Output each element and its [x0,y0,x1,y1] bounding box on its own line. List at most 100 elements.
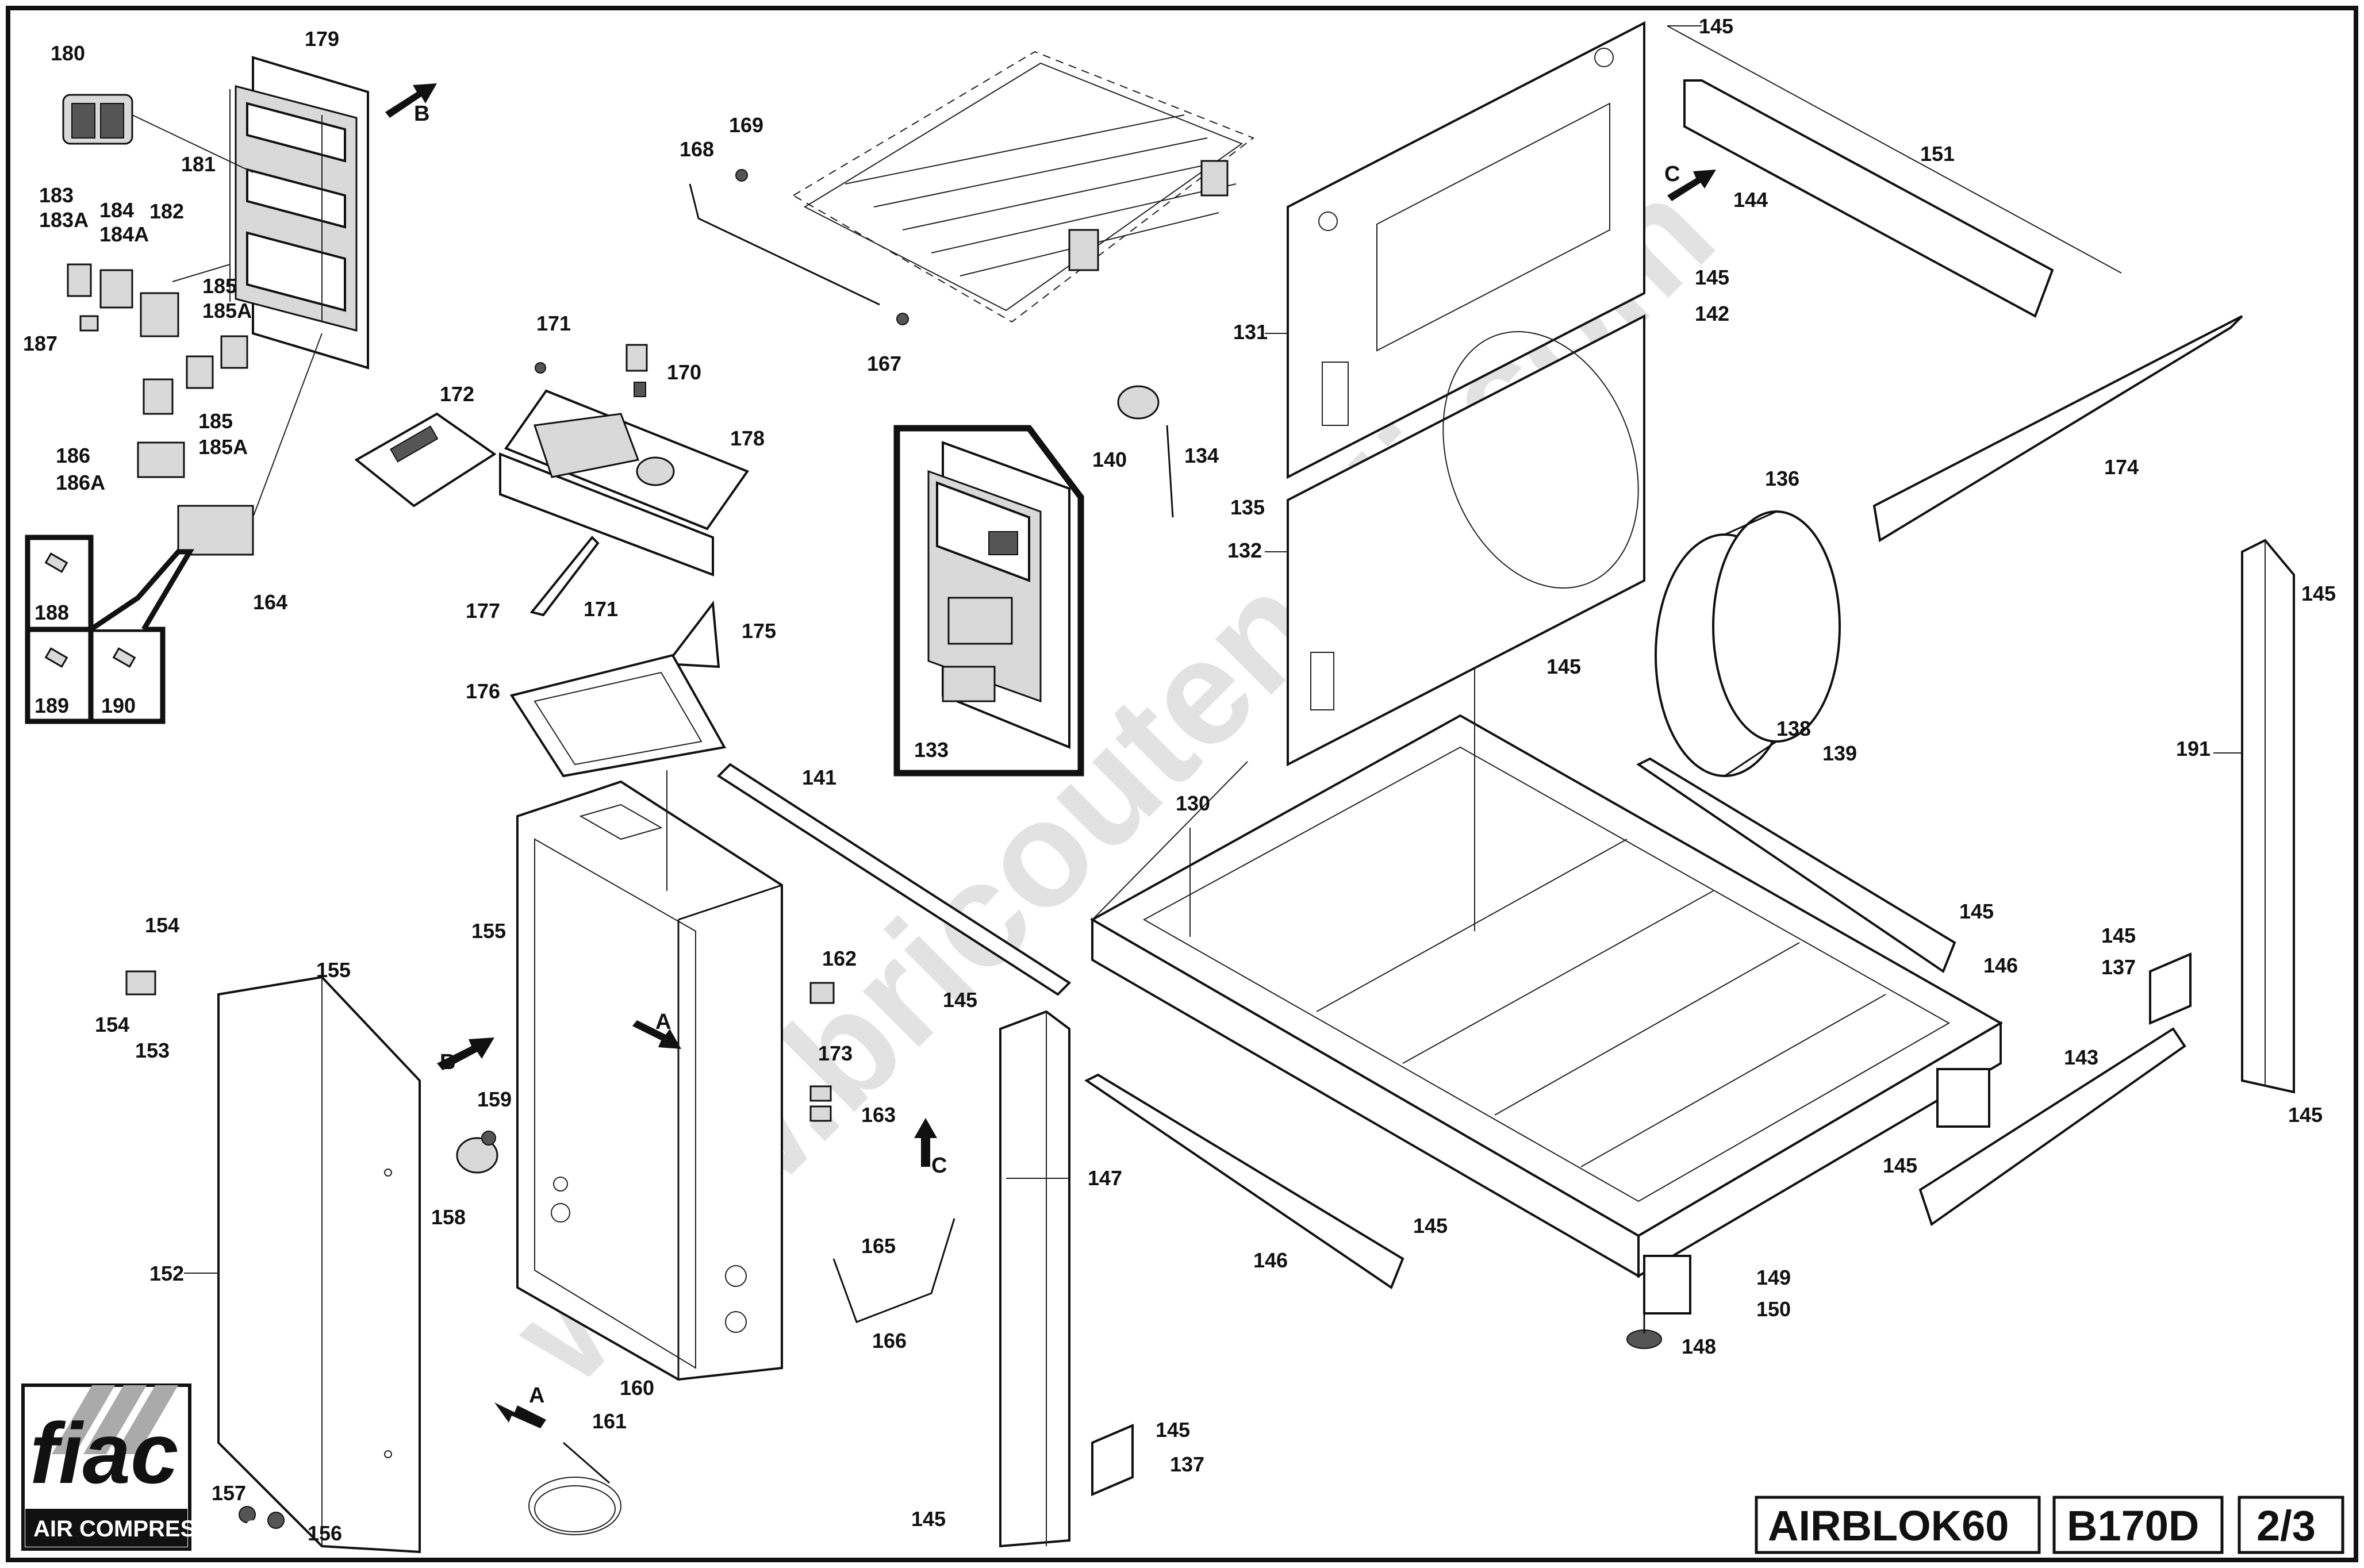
label-154: 154 [145,913,179,937]
label-147: 147 [1088,1166,1122,1190]
label-176: 176 [466,679,500,703]
label-159: 159 [477,1087,512,1111]
title-block: AIRBLOK60 B170D 2/3 [1755,1496,2344,1554]
cable-161 [528,1442,621,1535]
fuse-boxes [25,535,194,724]
label-149: 149 [1756,1266,1791,1289]
part-labels: 180 179 181 182 183 183A 184 184A 185 18… [23,14,2336,1545]
label-191: 191 [2176,737,2211,760]
rail-143 [1918,1027,2186,1227]
label-185a: 185A [202,299,252,322]
label-134: 134 [1184,444,1219,467]
label-157: 157 [212,1481,246,1505]
panel-131 [1287,21,1645,479]
hose-166 [832,1218,955,1323]
label-146: 146 [1983,954,2018,977]
label-155: 155 [471,919,506,943]
label-153: 153 [135,1039,170,1062]
svg-text:B: B [414,102,429,126]
label-169: 169 [729,113,763,137]
label-182: 182 [149,199,184,223]
label-166: 166 [872,1329,907,1352]
label-162: 162 [822,947,857,970]
label-150: 150 [1756,1297,1791,1321]
label-145-c: 145 [2301,582,2336,605]
label-138: 138 [1776,717,1811,740]
label-171-second: 171 [584,597,618,621]
svg-text:C: C [1664,162,1680,186]
label-155-second: 155 [316,958,351,982]
label-145-b: 145 [1695,266,1729,289]
label-175: 175 [742,619,776,643]
label-132: 132 [1227,539,1262,562]
oil-cooler [689,51,1255,325]
label-137: 137 [2101,955,2136,979]
label-185a-second: 185A [198,435,248,459]
label-152: 152 [149,1262,184,1285]
label-158: 158 [431,1205,466,1229]
label-133: 133 [914,738,949,762]
label-190: 190 [101,694,136,717]
logo-subtitle: AIR COMPRESSORS [33,1516,261,1542]
label-179: 179 [305,27,339,51]
foot-148 [1626,1276,1662,1349]
title-code: B170D [2067,1502,2199,1550]
label-183: 183 [39,183,74,207]
label-145-f: 145 [2101,924,2136,947]
column-147 [999,1010,1070,1548]
electrical-box-inset-133 [893,425,1084,777]
label-145-g: 145 [2288,1103,2323,1127]
pressure-switch-140 [1117,385,1174,518]
bar-174 [1872,315,2243,543]
rail-141 [716,763,1072,996]
bar-151 [1683,79,2054,318]
label-141: 141 [802,766,836,789]
label-181: 181 [181,152,216,176]
label-130: 130 [1176,791,1210,815]
label-140: 140 [1092,448,1127,471]
label-183a: 183A [39,208,89,232]
fan-ring-136 [1655,510,1841,777]
flow-arrow-c-bottom: C [914,1118,947,1178]
label-174: 174 [2104,455,2139,479]
title-model: AIRBLOK60 [1768,1502,2009,1550]
title-page: 2/3 [2256,1502,2316,1550]
rail-146-left [1084,1073,1404,1290]
contactors-group [67,263,323,556]
flow-arrow-a-bottom: A [494,1383,546,1428]
label-145-d: 145 [1546,655,1581,678]
label-161: 161 [592,1409,627,1433]
transformer-180 [62,94,254,173]
label-160: 160 [620,1376,654,1400]
drawing-border [6,6,2358,1562]
label-165: 165 [861,1234,896,1258]
svg-text:A: A [655,1010,671,1034]
electrical-panel-179 [229,56,369,370]
label-186: 186 [56,444,90,467]
label-145-i: 145 [943,988,977,1012]
label-148: 148 [1682,1335,1716,1358]
label-131: 131 [1233,320,1268,344]
base-frame-130 [1089,714,2003,1315]
label-171: 171 [536,312,571,335]
rail-146-right [1636,757,1956,974]
label-189: 189 [34,694,69,717]
label-180: 180 [51,41,85,65]
svg-text:B: B [440,1050,455,1074]
label-173: 173 [818,1042,853,1065]
label-145-l: 145 [911,1507,946,1531]
label-168: 168 [680,137,714,161]
label-135: 135 [1230,495,1265,519]
label-145-h: 145 [1883,1154,1917,1177]
label-145-a: 145 [1699,14,1733,38]
fiac-logo: fiac AIR COMPRESSORS [21,1383,261,1551]
label-145-j: 145 [1413,1214,1448,1238]
bracket-137-left [1091,1423,1134,1497]
label-167: 167 [867,352,901,375]
panel-132 [1287,314,1645,767]
leader-lines [184,25,2242,1274]
label-151: 151 [1920,142,1955,166]
label-139: 139 [1822,741,1857,765]
label-185: 185 [202,274,237,298]
